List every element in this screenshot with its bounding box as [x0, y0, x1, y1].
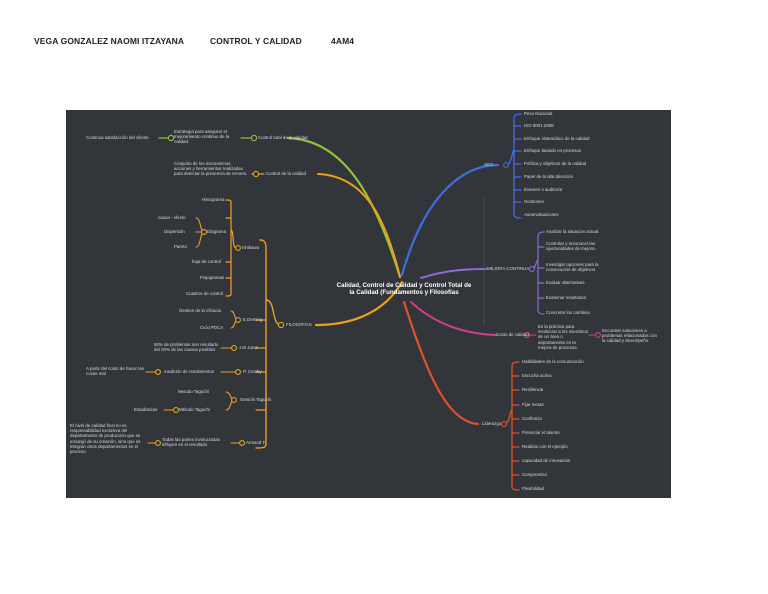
feigenbaum-sub: El nivel de calidad final no es responsa… [70, 423, 141, 455]
taguchi-item: Metodo Taguchi [178, 389, 209, 394]
costo-sub: Encontrar soluciones a problemas relacio… [602, 328, 657, 344]
mejora-item: Analizar la situación actual. [546, 229, 600, 234]
deming-node[interactable]: E.Deming [243, 317, 263, 322]
ishikawa-item: Diagrama [207, 229, 227, 234]
crosby-item: medición de rendimientos [164, 369, 215, 374]
control-total-desc: Estrategia para asegurar el mejoramiento… [174, 129, 230, 145]
liderazgo-item: Compromiso [522, 472, 547, 477]
mejora-item: Examinar resultados [546, 295, 587, 300]
mejora-item: Concretar los cambios. [546, 310, 591, 315]
juran-node[interactable]: J.M Juran [239, 345, 259, 350]
central-topic[interactable]: Calidad, Control de Calidad y Control To… [336, 282, 472, 297]
diagrama-sub: Dispersión [164, 229, 185, 234]
costo-desc: Es la práctica para involucrar a los mie… [538, 324, 589, 350]
liderazgo-item: Resiliencia [522, 387, 544, 392]
liderazgo-item: Realizar con el ejemplo [522, 444, 568, 449]
ishikawa-item: hoja de control [192, 259, 221, 264]
taguchi-item: Método Taguchi [179, 407, 210, 412]
liderazgo-item: Potenciar el talento [522, 430, 560, 435]
control-calidad-node[interactable]: Control de la calidad [266, 171, 307, 176]
mejora-item: Evaluar alternativas [546, 280, 585, 285]
liderazgo-item: capacidad de innovación [522, 458, 571, 463]
mejora-node[interactable]: MEJORA CONTINUA [487, 266, 530, 271]
liderazgo-item: Escucha activa [522, 373, 552, 378]
sgc-item: Enfoque sistemático de la calidad [524, 136, 590, 141]
student-name: VEGA GONZALEZ NAOMI ITZAYANA [34, 36, 185, 46]
subject-title: CONTROL Y CALIDAD [210, 36, 302, 46]
sgc-item: ISO 9001:2008 [524, 123, 554, 128]
mejora-item: Controlar y reconocer las oportunidades … [546, 241, 596, 252]
deming-item: Ciclo PDCA [200, 325, 224, 330]
sgc-item: Papel de la alta dirección [524, 174, 574, 179]
ishikawa-node[interactable]: Ishikawa [242, 245, 260, 250]
sgc-item: Examen o auditoría [524, 187, 563, 192]
control-total-sub: Continua satisfacción del cliente [86, 135, 149, 140]
feigenbaum-item: Todas las partes involucradas influyen e… [162, 437, 220, 448]
liderazgo-item: Confianza [522, 416, 542, 421]
ishikawa-item: Cuadros de control [186, 291, 224, 296]
diagrama-sub: causa - efecto [158, 215, 186, 220]
deming-item: Gestion de la eficacia [179, 308, 221, 313]
sgc-item: Peso Nacional [524, 111, 553, 116]
liderazgo-item: Flexibilidad [522, 486, 544, 491]
filosofias-node[interactable]: FILOSOFÍAS [286, 322, 312, 327]
crosby-node[interactable]: P. Crosby [243, 369, 262, 374]
liderazgo-node[interactable]: Liderazgo [482, 421, 502, 426]
taguchi-node[interactable]: Genichi Taguchi [240, 397, 272, 402]
crosby-sub: A partir del costo de hacer las cosas ma… [86, 366, 144, 377]
liderazgo-item: Fijar metas [522, 402, 544, 407]
control-calidad-desc: Conjunto de los mecanismos, acciones y h… [174, 161, 248, 177]
feigenbaum-node[interactable]: Armand F. [246, 440, 267, 445]
diagrama-sub: Pareto [174, 244, 187, 249]
mind-map-canvas[interactable]: Calidad, Control de Calidad y Control To… [66, 110, 671, 498]
mind-map-connectors [145, 113, 601, 491]
liderazgo-item: Habilidades de la comunicación [522, 359, 584, 364]
control-total-node[interactable]: Control total de la calidad [258, 135, 308, 140]
sgc-node[interactable]: SGC [484, 162, 494, 167]
sgc-item: Autoevaluaciones [524, 212, 559, 217]
taguchi-sub: Estadisticas [134, 407, 158, 412]
costo-node[interactable]: Costo de calidad [496, 332, 529, 337]
ishikawa-item: Histograma [202, 197, 225, 202]
sgc-item: Gestiones [524, 199, 544, 204]
mejora-item: Investigar opciones para la consecución … [546, 262, 599, 273]
ishikawa-item: Flujogramas [200, 275, 225, 280]
group-code: 4AM4 [331, 36, 355, 46]
juran-item: 80% de problemas son resultado del 20% d… [154, 342, 219, 353]
sgc-item: Enfoque basado en procesos [524, 148, 582, 153]
sgc-item: Política y objetivos de la calidad [524, 161, 587, 166]
